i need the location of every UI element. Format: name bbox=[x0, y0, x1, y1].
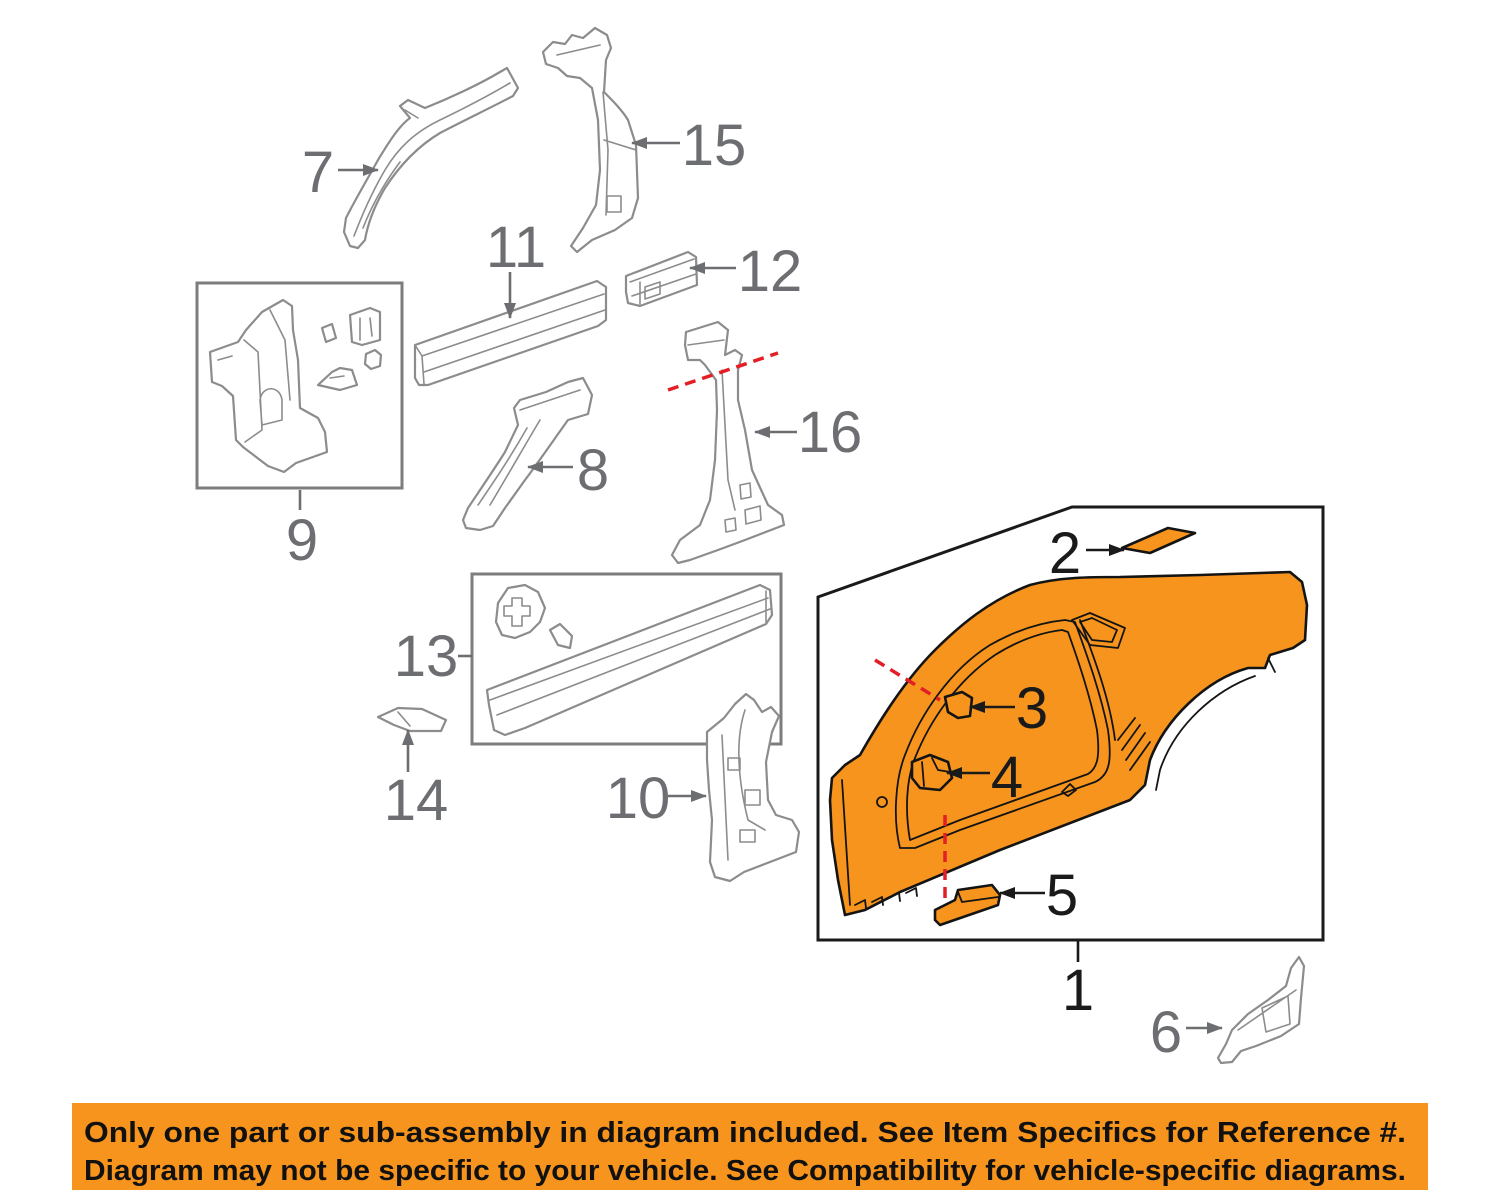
part-16-cut-line bbox=[667, 351, 779, 392]
part-9-gusset-detail bbox=[329, 375, 345, 379]
part-6-outline bbox=[1216, 955, 1306, 1065]
part-1-hole bbox=[876, 796, 888, 808]
callout-4-label: 4 bbox=[991, 745, 1023, 810]
part-1-vent-lines bbox=[1117, 717, 1151, 771]
part-1-rocker-holes bbox=[854, 887, 918, 909]
disclaimer-banner: Only one part or sub-assembly in diagram… bbox=[72, 1103, 1428, 1190]
part-9-box-bracket bbox=[348, 306, 382, 347]
part-10-detail-lines bbox=[721, 709, 766, 861]
part-9-panel-details bbox=[217, 309, 291, 443]
callout-15-label: 15 bbox=[682, 113, 747, 178]
part-6-bracket bbox=[1216, 955, 1306, 1065]
callout-14-label: 14 bbox=[384, 768, 449, 833]
callout-9-label: 9 bbox=[286, 508, 318, 573]
callout-2-label: 2 bbox=[1049, 521, 1081, 586]
part-12-bracket bbox=[624, 250, 699, 308]
part-1-frame bbox=[816, 505, 1325, 942]
part-1-assembly-box bbox=[816, 505, 1325, 942]
part-16-detail-lines bbox=[687, 339, 762, 533]
part-7-channel-line bbox=[362, 109, 419, 229]
part-1-door-opening bbox=[894, 619, 1111, 849]
part-3-cut-line bbox=[874, 658, 941, 702]
part-8-outline bbox=[461, 376, 594, 532]
callout-3-label: 3 bbox=[1016, 676, 1048, 741]
part-13-small-clip bbox=[548, 622, 574, 650]
callout-8-label: 8 bbox=[577, 438, 609, 503]
callout-11-label: 11 bbox=[486, 215, 546, 280]
part-13-frame bbox=[470, 572, 783, 746]
callout-6-label: 6 bbox=[1150, 1000, 1182, 1065]
part-13-assembly-box bbox=[470, 572, 783, 746]
callout-10-label: 10 bbox=[606, 766, 671, 831]
part-9-small-plate bbox=[320, 322, 338, 344]
disclaimer-line-1: Only one part or sub-assembly in diagram… bbox=[84, 1117, 1406, 1149]
callout-1-label: 1 bbox=[1062, 958, 1094, 1023]
part-14-plate bbox=[376, 706, 448, 733]
part-4-reinforcement bbox=[910, 753, 954, 792]
part-6-detail-lines bbox=[1237, 989, 1297, 1033]
part-1-quarter-panel bbox=[828, 570, 1309, 917]
part-1-wheel-arch-lip bbox=[1155, 675, 1256, 791]
part-11-detail-lines bbox=[414, 293, 606, 385]
part-11-rail bbox=[413, 279, 608, 387]
part-5-detail bbox=[957, 891, 999, 903]
part-13-round-bracket bbox=[494, 583, 547, 640]
callout-13-label: 13 bbox=[394, 624, 459, 689]
part-10-outline bbox=[705, 692, 801, 883]
part-9-box-bracket-details bbox=[359, 317, 373, 341]
callout-5-label: 5 bbox=[1046, 863, 1078, 928]
part-13-rocker-lines bbox=[489, 590, 771, 716]
part-12-detail-lines bbox=[629, 258, 697, 305]
part-7-outline bbox=[342, 66, 520, 250]
part-1-small-mark bbox=[1061, 783, 1077, 797]
part-2-patch bbox=[1120, 526, 1197, 555]
part-14-detail bbox=[397, 711, 411, 727]
part-9-frame bbox=[195, 281, 404, 490]
part-9-assembly-box bbox=[195, 281, 404, 490]
part-1-panel-outline bbox=[828, 570, 1309, 917]
callout-16-label: 16 bbox=[798, 400, 863, 465]
part-3-reinforcement bbox=[943, 690, 974, 720]
part-1-front-edge bbox=[841, 619, 1276, 906]
part-15-pillar bbox=[541, 26, 640, 254]
part-7-flange-line bbox=[353, 82, 511, 237]
part-15-detail-lines bbox=[556, 44, 637, 216]
disclaimer-line-2: Diagram may not be specific to your vehi… bbox=[84, 1155, 1406, 1187]
part-7-roof-rail bbox=[342, 66, 520, 250]
part-14-outline bbox=[376, 706, 448, 733]
disclaimer-banner-background bbox=[72, 1103, 1428, 1190]
part-10-lower-pillar bbox=[705, 692, 801, 883]
part-8-detail-lines bbox=[477, 389, 581, 506]
callout-12-label: 12 bbox=[738, 239, 803, 304]
part-9-cube bbox=[363, 348, 383, 371]
part-9-pillar-panel bbox=[208, 298, 329, 474]
callout-7-label: 7 bbox=[302, 140, 334, 205]
part-13-bracket-cutout bbox=[503, 597, 531, 627]
part-8-rail bbox=[461, 376, 594, 532]
part-9-gusset bbox=[316, 366, 359, 392]
